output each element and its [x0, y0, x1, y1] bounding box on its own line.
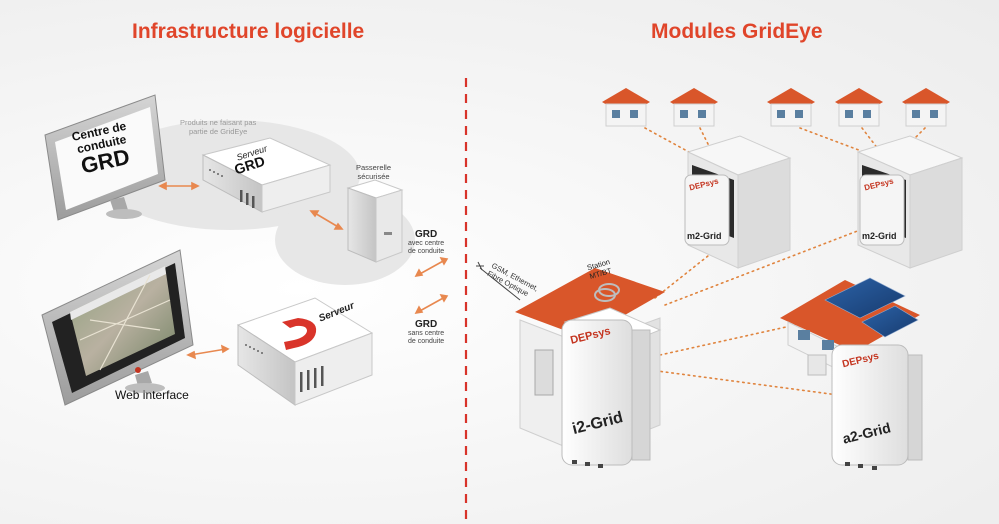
monitor-web-interface — [41, 249, 194, 406]
houses-row — [602, 88, 950, 127]
module-m2-right — [859, 174, 905, 246]
module-a2 — [831, 344, 923, 470]
module-i2 — [561, 307, 662, 468]
monitor-control-center — [44, 94, 166, 221]
title-grideye-modules: Modules GridEye — [651, 20, 823, 43]
monitor-screen-text: Centre de conduite GRD — [70, 118, 132, 179]
web-interface-label: Web interface — [115, 388, 189, 402]
secure-gateway-box — [346, 179, 404, 263]
d-logo-icon — [282, 318, 317, 350]
module-m2-left-name: m2-Grid — [687, 231, 722, 241]
connection-arrows — [158, 181, 449, 360]
server-grd-box — [201, 137, 332, 213]
module-m2-left — [684, 174, 730, 246]
server-d-box — [236, 297, 374, 406]
grd-without-control-label: GRD sans centre de conduite — [408, 319, 445, 345]
solar-house — [780, 277, 920, 379]
title-software-infrastructure: Infrastructure logicielle — [132, 20, 365, 43]
grd-with-control-label: GRD avec centre de conduite — [408, 229, 445, 255]
transformer-coil-icon — [594, 283, 620, 302]
module-m2-right-name: m2-Grid — [862, 231, 897, 241]
